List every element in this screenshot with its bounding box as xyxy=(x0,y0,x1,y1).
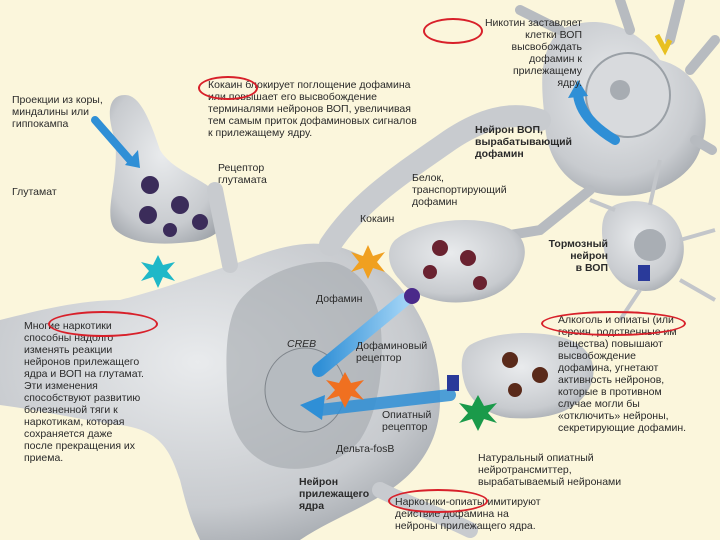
inhibitory-neuron-label: Тормозный нейрон в ВОП xyxy=(548,238,608,274)
transporter-label: Белок, транспортирующий дофамин xyxy=(412,172,507,208)
many-drugs-highlight xyxy=(48,311,158,337)
cocaine-label: Кокаин xyxy=(360,213,395,225)
accumbens-neuron-label: Нейрон прилежащего ядра xyxy=(299,476,370,512)
dopamine-receptor-label: Дофаминовый рецептор xyxy=(356,340,428,364)
many-drugs-label: Многие наркотики способны надолго изменя… xyxy=(24,320,144,464)
signal-arrows xyxy=(91,80,620,420)
nicotine-highlight xyxy=(423,18,483,44)
opiate-receptor-label: Опиатный рецептор xyxy=(382,409,432,433)
vop-neuron-shape xyxy=(475,0,720,245)
natural-neurotransmitter-label: Натуральный опиатный нейротрансмиттер, в… xyxy=(478,452,622,488)
glutamate-label: Глутамат xyxy=(12,186,57,198)
alcohol-opiates-highlight xyxy=(541,311,686,336)
dopamine-label: Дофамин xyxy=(316,293,363,305)
dopamine-terminal-shape xyxy=(388,220,525,303)
inhibitory-neuron-shape xyxy=(589,159,716,322)
vop-neuron-label: Нейрон ВОП, вырабатывающий дофамин xyxy=(475,124,573,160)
drugs-opiates-highlight xyxy=(388,489,488,513)
projections-label: Проекции из коры, миндалины или гиппокам… xyxy=(12,94,103,130)
opiate-terminal-shape xyxy=(461,333,594,419)
delta-fosb-label: Дельта-fosB xyxy=(336,443,395,455)
creb-label: CREB xyxy=(287,338,317,350)
cocaine-highlight xyxy=(198,76,258,100)
glutamate-terminal-shape xyxy=(109,95,227,244)
molecule-symbols xyxy=(141,33,673,431)
nicotine-label: Никотин заставляет клетки ВОП высвобожда… xyxy=(484,17,582,89)
cocaine-note-label: Кокаин блокирует поглощение дофамина или… xyxy=(208,79,417,139)
glutamate-receptor-label: Рецептор глутамата xyxy=(218,162,267,186)
